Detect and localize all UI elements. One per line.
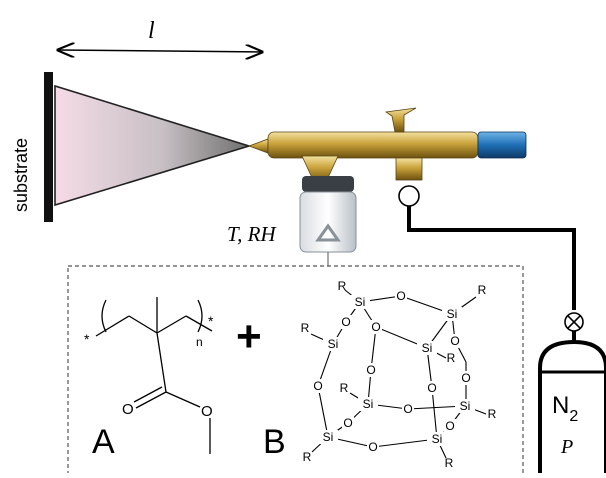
o-atom: O: [427, 381, 436, 395]
valve-circle: [398, 185, 420, 207]
r-group: R: [488, 407, 497, 421]
substrate-label: substrate: [11, 138, 31, 212]
component-b-label: B: [263, 423, 286, 461]
r-group: R: [301, 321, 310, 335]
o-atom: O: [341, 315, 350, 329]
polymer-structure-a: [95, 297, 213, 454]
si-atom: Si: [432, 432, 443, 446]
gas-hose: [407, 206, 576, 310]
gas-cylinder: [538, 339, 606, 473]
o-atom: O: [368, 440, 377, 454]
substrate-plate: [44, 72, 53, 222]
regulator-valve: [564, 312, 584, 332]
materials-box: [67, 265, 524, 478]
polymer-end-left: *: [84, 331, 90, 347]
si-atom: Si: [447, 307, 458, 321]
r-group: R: [445, 456, 454, 470]
spray-cone: [54, 84, 252, 207]
si-atom: Si: [323, 430, 334, 444]
o-atom: O: [313, 379, 322, 393]
o-atom: O: [461, 371, 470, 385]
r-group: R: [303, 450, 312, 464]
o-atom: O: [343, 416, 352, 430]
jar-arrow-icon: [315, 223, 341, 242]
polymer-oxygen-carbonyl: O: [122, 401, 134, 418]
polymer-end-right: *: [208, 313, 214, 329]
si-atom: Si: [460, 399, 471, 413]
plus-sign: +: [236, 312, 262, 361]
o-atom: O: [450, 334, 459, 348]
distance-label: l: [148, 18, 155, 44]
polymer-oxygen-ester: O: [201, 403, 213, 420]
component-a-label: A: [92, 423, 115, 461]
r-group: R: [338, 279, 347, 293]
poss-cage-atoms: Si Si Si Si Si Si Si Si O O O O O O O O …: [301, 279, 497, 470]
o-atom: O: [396, 289, 405, 303]
o-atom: O: [371, 320, 380, 334]
paint-jar: [299, 176, 357, 253]
conditions-label: T, RH: [227, 222, 277, 246]
gas-label: N2: [552, 392, 578, 425]
r-group: R: [478, 283, 487, 297]
o-atom: O: [445, 419, 454, 433]
polymer-subscript-n: n: [196, 335, 203, 349]
si-atom: Si: [363, 397, 374, 411]
si-atom: Si: [328, 337, 339, 351]
r-group: R: [340, 381, 349, 395]
si-atom: Si: [355, 295, 366, 309]
si-atom: Si: [422, 341, 433, 355]
distance-arrow: [58, 50, 262, 52]
r-group: R: [447, 351, 456, 365]
pressure-label: P: [560, 436, 573, 458]
airbrush: [247, 107, 527, 183]
o-atom: O: [366, 363, 375, 377]
o-atom: O: [403, 402, 412, 416]
